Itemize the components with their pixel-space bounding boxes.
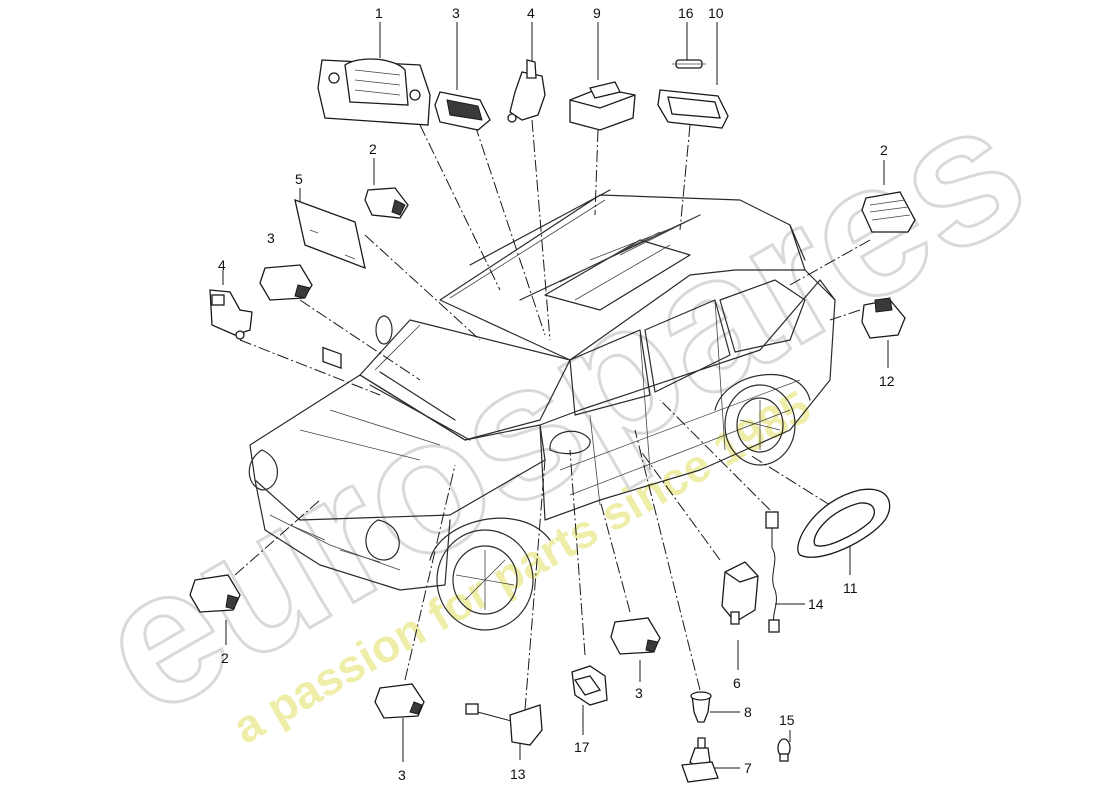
callout-3-left: 3: [267, 230, 275, 246]
part-9-control-module: [569, 81, 636, 131]
part-13-connector: [465, 703, 543, 746]
part-17-switch: [571, 665, 608, 706]
callout-8: 8: [744, 704, 752, 720]
part-2-lamp-right: [861, 191, 916, 233]
part-15-bulb: [777, 738, 791, 762]
part-16-festoon-bulb: [672, 59, 706, 69]
callout-11: 11: [843, 580, 858, 596]
callout-2-upper: 2: [369, 141, 377, 157]
part-3-lamp-left: [259, 264, 313, 301]
callout-15: 15: [779, 712, 795, 728]
part-1-dome-light: [317, 58, 431, 126]
callout-16: 16: [678, 5, 694, 21]
part-10-lamp-housing: [657, 89, 729, 129]
callout-6: 6: [733, 675, 741, 691]
callout-4-top: 4: [527, 5, 535, 21]
callout-9: 9: [593, 5, 601, 21]
part-2-lamp-upper: [364, 187, 409, 219]
part-6-module: [721, 561, 759, 625]
part-2-lamp-bottom-left: [189, 574, 241, 613]
part-4-switch-top: [507, 59, 546, 123]
callout-numbers: 1 3 4 9 16 10 2 5 3 4 2 12 11 14 6 2 3 1…: [218, 5, 895, 783]
watermark-brand: eurospares: [65, 60, 1058, 756]
watermark: eurospares a passion for parts since 198…: [63, 58, 1059, 757]
vehicle-outline: [248, 189, 836, 631]
callout-17: 17: [574, 739, 590, 755]
callout-7: 7: [744, 760, 752, 776]
part-12-switch-unit: [861, 297, 906, 339]
part-8-grommet: [690, 691, 712, 723]
part-14-wire-lead: [765, 511, 780, 633]
part-3-lamp-bottom-center: [374, 683, 425, 719]
callout-1: 1: [375, 5, 383, 21]
callout-12: 12: [879, 373, 895, 389]
callout-3-top: 3: [452, 5, 460, 21]
part-7-lamp-socket: [681, 737, 719, 783]
callout-5: 5: [295, 171, 303, 187]
part-11-handle-light: [797, 488, 891, 558]
callout-2-bottom-left: 2: [221, 650, 229, 666]
callout-4-left: 4: [218, 257, 226, 273]
callout-14: 14: [808, 596, 824, 612]
part-3-lamp-bottom-right: [610, 617, 661, 655]
callout-3-bottom-right: 3: [635, 685, 643, 701]
part-4-bracket-left: [209, 289, 253, 340]
part-5-panel: [294, 198, 366, 370]
callout-13: 13: [510, 766, 526, 782]
callout-3-bottom-center: 3: [398, 767, 406, 783]
part-3-reading-light-top: [434, 91, 491, 131]
callout-2-right: 2: [880, 142, 888, 158]
callout-10: 10: [708, 5, 724, 21]
